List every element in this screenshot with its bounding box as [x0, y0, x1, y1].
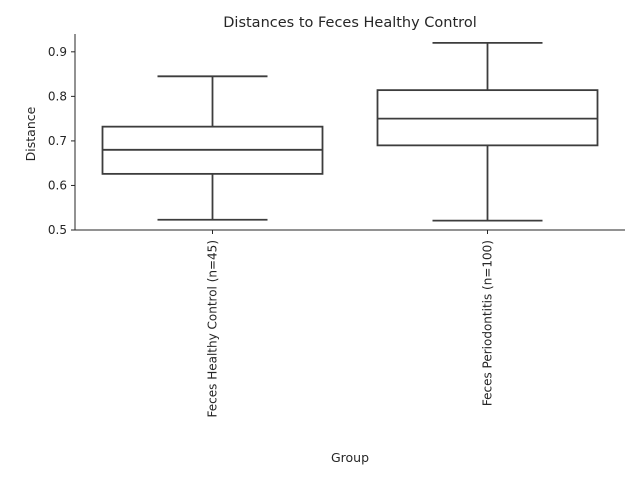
y-tick-label: 0.6	[48, 178, 67, 192]
y-axis-label: Distance	[23, 106, 38, 161]
x-tick-label: Feces Healthy Control (n=45)	[206, 240, 220, 417]
x-axis-label: Group	[331, 450, 369, 465]
box-group-container	[101, 42, 599, 222]
y-tick-label: 0.9	[48, 45, 67, 59]
y-tick-label: 0.8	[48, 89, 67, 103]
box-group	[101, 75, 324, 221]
y-axis-ticks: 0.5 0.6 0.7 0.8 0.9	[48, 45, 75, 237]
y-tick-label: 0.7	[48, 134, 67, 148]
x-axis-ticks: Feces Healthy Control (n=45) Feces Period…	[206, 230, 495, 417]
chart-title: Distances to Feces Healthy Control	[223, 15, 476, 31]
box-group	[376, 42, 599, 222]
x-tick-label: Feces Periodontitis (n=100)	[481, 240, 495, 406]
y-tick-label: 0.5	[48, 223, 67, 237]
